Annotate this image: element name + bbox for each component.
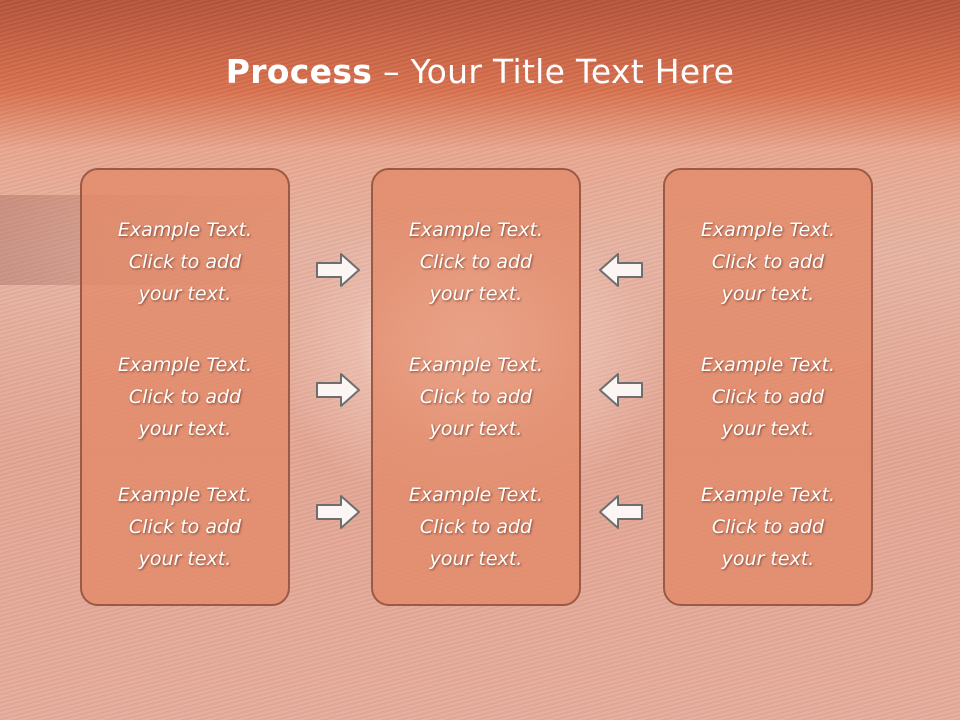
- text-line: your text.: [721, 548, 815, 570]
- text-line: Example Text.: [117, 354, 253, 376]
- text-line: Example Text.: [700, 354, 836, 376]
- text-line: Click to add: [711, 386, 825, 408]
- text-line: Click to add: [128, 516, 242, 538]
- text-line: Example Text.: [408, 354, 544, 376]
- text-item[interactable]: Example Text. Click to add your text.: [373, 479, 579, 575]
- arrow-left-icon[interactable]: [598, 494, 644, 530]
- text-line: Example Text.: [408, 484, 544, 506]
- text-item[interactable]: Example Text. Click to add your text.: [373, 214, 579, 310]
- text-line: your text.: [721, 418, 815, 440]
- text-line: Example Text.: [408, 219, 544, 241]
- process-box-right[interactable]: Example Text. Click to add your text. Ex…: [663, 168, 873, 606]
- text-line: Example Text.: [700, 484, 836, 506]
- text-line: your text.: [429, 418, 523, 440]
- text-item[interactable]: Example Text. Click to add your text.: [82, 214, 288, 310]
- text-line: Click to add: [419, 386, 533, 408]
- text-line: your text.: [138, 283, 232, 305]
- text-line: your text.: [721, 283, 815, 305]
- text-line: Click to add: [419, 251, 533, 273]
- text-line: Example Text.: [117, 484, 253, 506]
- text-item[interactable]: Example Text. Click to add your text.: [665, 214, 871, 310]
- arrow-left-icon[interactable]: [598, 372, 644, 408]
- arrow-left-icon[interactable]: [598, 252, 644, 288]
- arrow-right-icon[interactable]: [315, 494, 361, 530]
- text-line: Click to add: [128, 251, 242, 273]
- process-box-left[interactable]: Example Text. Click to add your text. Ex…: [80, 168, 290, 606]
- text-line: Click to add: [711, 516, 825, 538]
- process-box-middle[interactable]: Example Text. Click to add your text. Ex…: [371, 168, 581, 606]
- text-item[interactable]: Example Text. Click to add your text.: [82, 479, 288, 575]
- slide-title[interactable]: Process – Your Title Text Here: [0, 52, 960, 91]
- text-line: Example Text.: [700, 219, 836, 241]
- text-line: Click to add: [128, 386, 242, 408]
- text-line: Click to add: [419, 516, 533, 538]
- arrow-right-icon[interactable]: [315, 252, 361, 288]
- text-item[interactable]: Example Text. Click to add your text.: [665, 349, 871, 445]
- text-line: your text.: [138, 548, 232, 570]
- text-item[interactable]: Example Text. Click to add your text.: [373, 349, 579, 445]
- title-rest: – Your Title Text Here: [372, 52, 735, 91]
- arrow-right-icon[interactable]: [315, 372, 361, 408]
- text-line: your text.: [429, 548, 523, 570]
- text-line: Click to add: [711, 251, 825, 273]
- text-line: Example Text.: [117, 219, 253, 241]
- text-line: your text.: [429, 283, 523, 305]
- text-line: your text.: [138, 418, 232, 440]
- title-bold: Process: [225, 52, 373, 91]
- text-item[interactable]: Example Text. Click to add your text.: [665, 479, 871, 575]
- text-item[interactable]: Example Text. Click to add your text.: [82, 349, 288, 445]
